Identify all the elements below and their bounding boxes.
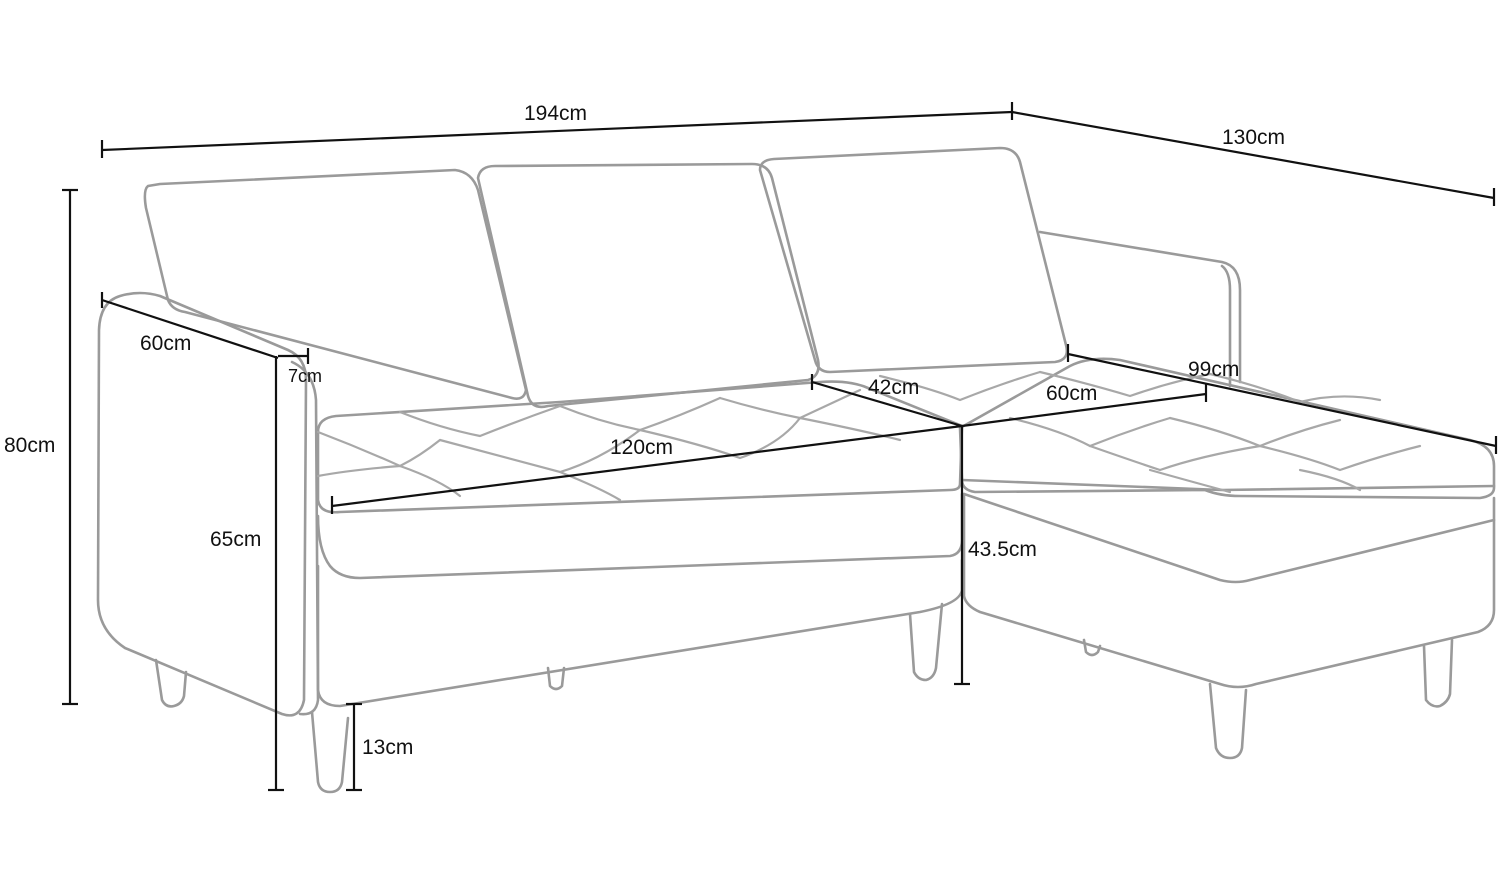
dim-line-total-width: [101, 110, 1013, 152]
chaise-back-arm-inner: [1220, 264, 1232, 388]
chaise-seat-cushion: [958, 357, 1496, 500]
leg-middle-left: [546, 666, 566, 691]
leg-chaise-front: [1208, 682, 1248, 760]
leg-front-left: [310, 710, 350, 794]
label-leg-height: 13cm: [362, 736, 413, 759]
dimension-labels: 194cm 130cm 80cm 60cm 7cm 65cm 13cm 120c…: [4, 102, 1285, 759]
dim-line-chaise-width: [961, 392, 1207, 428]
label-total-height: 80cm: [4, 434, 55, 457]
back-cushion-right: [758, 146, 1069, 374]
label-total-width: 194cm: [524, 102, 587, 125]
label-arm-width: 7cm: [288, 366, 322, 386]
leg-chaise-rear: [1082, 638, 1102, 657]
chaise-base-seam: [962, 492, 1496, 584]
label-arm-height: 65cm: [210, 528, 261, 551]
dim-line-chaise-length: [1067, 352, 1497, 448]
back-cushion-middle: [476, 162, 820, 409]
chaise-cushion-edge: [960, 478, 1496, 492]
main-seat-base: [316, 492, 964, 580]
main-seat-tufting: [316, 388, 902, 502]
left-armrest: [96, 291, 308, 717]
label-seat-depth: 42cm: [868, 376, 919, 399]
label-chaise-depth: 130cm: [1222, 126, 1285, 149]
label-chaise-length: 99cm: [1188, 358, 1239, 381]
chaise-base: [962, 492, 1496, 689]
chaise-back-arm: [1038, 230, 1242, 384]
dim-line-chaise-depth: [1011, 110, 1495, 200]
label-arm-depth: 60cm: [140, 332, 191, 355]
dim-line-arm-depth: [101, 298, 279, 360]
label-chaise-width: 60cm: [1046, 382, 1097, 405]
leg-middle-front: [908, 602, 944, 682]
dimension-lines: [62, 102, 1498, 792]
main-frame-front: [316, 558, 964, 708]
left-armrest-front: [290, 360, 320, 716]
back-cushion-left: [143, 168, 528, 400]
dim-line-seat-width: [331, 424, 963, 508]
dim-line-seat-depth: [811, 380, 963, 428]
leg-chaise-right: [1422, 638, 1454, 708]
label-seat-width: 120cm: [610, 436, 673, 459]
label-seat-height: 43.5cm: [968, 538, 1037, 561]
leg-rear-left: [154, 658, 188, 708]
sofa-drawing: [96, 146, 1496, 794]
